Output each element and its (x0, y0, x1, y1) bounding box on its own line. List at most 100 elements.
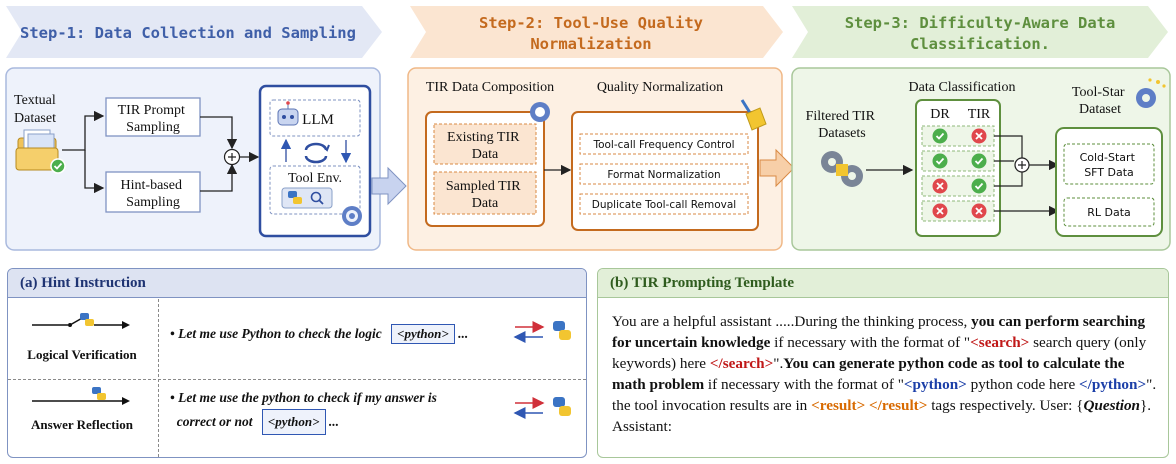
template-text-3: search query (only keywords) here (612, 334, 1147, 372)
template-text-4: ". (773, 355, 784, 372)
gear-icon (342, 206, 362, 226)
search-icon (310, 191, 324, 205)
duplicate-removal-box (579, 193, 749, 215)
ellipsis-logical: ... (458, 326, 469, 341)
sampled-tir-label: Sampled TIR Data (446, 179, 524, 211)
step3-title-line1: Step-3: Difficulty-Aware Data (845, 14, 1116, 32)
check-icon (932, 153, 948, 169)
tir-template-header: (b) TIR Prompting Template (598, 269, 1168, 298)
hint-row-logical: Logical Verification • Let me use Python… (8, 299, 586, 379)
tir-prompt-sampling-label: TIR Prompt Sampling (118, 103, 189, 135)
switch-python-icon (32, 313, 130, 329)
python-open-tag: <python> (903, 376, 967, 393)
template-text-5: if necessary with the format of " (704, 376, 904, 393)
hint-text-logical: • Let me use Python to check the logic <… (170, 324, 468, 344)
cycle-icon (304, 142, 330, 164)
textual-dataset-label: Textual Dataset (14, 93, 59, 126)
rl-data-label: RL Data (1087, 206, 1131, 219)
step1-title: Step-1: Data Collection and Sampling (20, 24, 356, 42)
tir-template-text: You are a helpful assistant .....During … (612, 311, 1160, 437)
class-merge-plus-icon (1014, 157, 1030, 173)
toolstar-label: Tool-Star Dataset (1072, 85, 1128, 117)
cross-mark (975, 132, 983, 140)
template-text-2: if necessary with the format of " (770, 334, 971, 351)
control-freq-label: Tool-call Frequency Control (592, 139, 734, 151)
arrow-python-icon (32, 387, 130, 405)
broom-icon (740, 99, 767, 131)
template-text-9: }. Assistant: (612, 397, 1152, 435)
robot-icon (277, 101, 299, 126)
hint-instruction-panel: (a) Hint Instruction Logical Verificatio… (7, 268, 587, 458)
template-text-6: python code here (966, 376, 1079, 393)
hint-text-reflection-line1: Let me use the python to check if my ans… (178, 390, 437, 405)
template-text-8: tags respectively. User: { (927, 397, 1084, 414)
ellipsis-reflection: ... (328, 414, 340, 429)
check-mark (974, 182, 984, 190)
tir-template-panel: (b) TIR Prompting Template You are a hel… (597, 268, 1169, 458)
duplicate-removal-label: Duplicate Tool-call Removal (592, 199, 736, 211)
format-norm-box (579, 163, 749, 185)
tir-prompt-sampling-box (105, 97, 201, 137)
data-classification-title: Data Classification (909, 80, 1016, 95)
hint-divider-vertical (158, 299, 159, 457)
template-bold-2: You can generate python code as tool to … (612, 355, 1125, 393)
template-text-7: ". the tool invocation results are in (612, 376, 1157, 414)
step2-title-line2: Normalization (530, 35, 651, 53)
control-freq-box (579, 133, 749, 155)
check-icon (971, 178, 987, 194)
template-text-1: You are a helpful assistant .....During … (612, 313, 972, 330)
search-open-tag: <search> (970, 334, 1030, 351)
rl-data-box (1063, 197, 1155, 227)
check-mark (974, 157, 984, 165)
exchange-python-icon-reflection (513, 397, 571, 419)
existing-tir-box (433, 123, 537, 165)
check-mark (935, 157, 945, 165)
cross-mark (936, 207, 944, 215)
step2-banner (410, 6, 783, 58)
hint-row-reflection: Answer Reflection • Let me use the pytho… (8, 381, 586, 457)
filtered-tir-label: Filtered TIR Datasets (806, 109, 879, 141)
python-icon (288, 191, 302, 204)
check-icon (971, 153, 987, 169)
folder-icon (15, 129, 66, 174)
cold-start-box (1063, 143, 1155, 185)
step2-to-step3-arrow (759, 148, 795, 188)
python-tag-reflection: <python> (261, 409, 326, 435)
composition-gear-icon (530, 102, 550, 122)
hint-based-sampling-box (105, 171, 201, 213)
step2-title-line1: Step-2: Tool-Use Quality (479, 14, 703, 32)
cross-mark (936, 182, 944, 190)
exchange-python-icon-logical (513, 321, 571, 343)
hint-divider-horizontal (8, 379, 586, 380)
filtered-gears-icon (821, 151, 863, 187)
toolstar-gear-icon (1136, 78, 1166, 108)
tool-env-label: Tool Env. (288, 171, 342, 186)
hint-text-reflection: • Let me use the python to check if my a… (170, 387, 437, 435)
hint-label-logical: Logical Verification (27, 347, 137, 362)
llm-label: LLM (302, 112, 334, 128)
result-tag: <result> </result> (811, 397, 928, 414)
python-close-tag: </python> (1079, 376, 1147, 393)
hint-text-logical-body: Let me use Python to check the logic (178, 326, 382, 341)
hint-instruction-header: (a) Hint Instruction (8, 269, 586, 298)
step3-banner (792, 6, 1168, 58)
quality-normalization-title: Quality Normalization (597, 80, 723, 95)
tir-data-composition-title: TIR Data Composition (426, 80, 554, 95)
hint-based-sampling-label: Hint-based Sampling (121, 178, 186, 210)
step3-title-line2: Classification. (910, 35, 1050, 53)
hint-text-reflection-line2: correct or not (176, 414, 253, 429)
merge-plus-icon (223, 148, 241, 166)
check-mark (935, 132, 945, 140)
sampled-tir-box (433, 171, 537, 215)
col-dr-label: DR (930, 107, 950, 122)
cross-mark (975, 207, 983, 215)
col-tir-label: TIR (968, 107, 991, 122)
existing-tir-label: Existing TIR Data (447, 130, 523, 162)
template-bold-1: you can perform searching for uncertain … (612, 313, 1146, 351)
cold-start-label: Cold-Start SFT Data (1080, 151, 1139, 179)
hint-label-reflection: Answer Reflection (31, 417, 133, 432)
question-placeholder: Question (1083, 397, 1140, 414)
step1-banner (6, 6, 382, 58)
search-close-tag: </search> (709, 355, 774, 372)
check-icon (932, 128, 948, 144)
